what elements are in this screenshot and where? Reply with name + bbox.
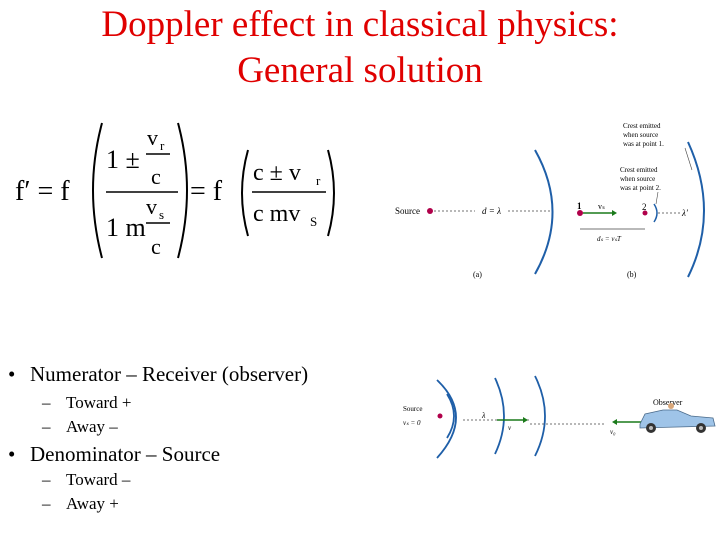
crest1-pointer: [684, 147, 693, 171]
formula-vs: v: [146, 194, 157, 219]
moving-observer-figure: Source vₛ = 0 λ v v₀ Observer: [403, 375, 716, 459]
crest1-line2: when source: [623, 131, 658, 139]
crest2-pointer: [655, 191, 659, 205]
sub-bullet-toward-2: –Toward –: [42, 470, 131, 489]
title-line-1: Doppler effect in classical physics:: [101, 4, 619, 45]
vs-zero-label: vₛ = 0: [403, 419, 421, 427]
source-dot-2: [642, 210, 648, 216]
paren-left-1: [92, 122, 103, 259]
sub-bullet-away-2: –Away +: [42, 494, 119, 513]
vo-label: v₀: [610, 428, 616, 436]
formula-vr-sub: r: [160, 138, 165, 153]
formula-num2: c ± v: [253, 160, 301, 186]
source-dot-1: [577, 210, 583, 216]
source-dot-bottom: [437, 413, 443, 419]
formula-vs-sub: s: [159, 207, 164, 222]
sub-bullet-away: –Away –: [42, 417, 118, 436]
formula-num2-sub: r: [316, 173, 321, 188]
bullet-numerator: •Numerator – Receiver (observer): [8, 362, 309, 386]
crest1-line1: Crest emitted: [623, 122, 661, 130]
wave-3: [494, 377, 505, 455]
paren-left-2: [241, 149, 249, 237]
small-wavefront: [653, 203, 658, 223]
sub-bullet-toward: –Toward +: [42, 393, 132, 412]
paren-right-2: [327, 149, 335, 237]
car-icon: [639, 403, 716, 433]
crest1-line3: was at point 1.: [623, 140, 664, 148]
vs-label: vₛ: [598, 202, 605, 211]
observer-label: Observer: [653, 398, 683, 407]
formula-den2: c mv: [253, 201, 300, 227]
source-label-bottom: Source: [403, 405, 422, 413]
caption-a: (a): [473, 270, 482, 279]
ds-label: dₛ = vₛT: [597, 235, 622, 243]
formula-c1: c: [151, 164, 161, 189]
wave-2: [436, 379, 457, 459]
formula-eq2: = f: [190, 176, 223, 207]
vo-arrowhead: [612, 419, 617, 425]
doppler-formula: f′ = f 1 ± v r c 1 m v s c = f c ± v r c…: [15, 122, 335, 259]
point-1-label: 1: [577, 201, 582, 211]
formula-c2: c: [151, 234, 161, 259]
bullet-denominator: •Denominator – Source: [8, 442, 221, 466]
moving-source-figure: Source d = λ (a) 1 vₛ 2 λ′ dₛ = vₛT Cres…: [395, 122, 705, 279]
v-label: v: [508, 424, 512, 432]
wave-4: [534, 375, 546, 457]
caption-b: (b): [627, 270, 637, 279]
v-arrowhead: [523, 417, 528, 423]
wavefront-b: [687, 141, 705, 278]
crest2-line3: was at point 2.: [620, 184, 661, 192]
paren-right-1: [177, 122, 188, 259]
formula-lhs: f′ = f: [15, 176, 70, 207]
wave-1: [446, 393, 455, 439]
lambda-prime-label: λ′: [681, 208, 689, 218]
slide-title: Doppler effect in classical physics: Gen…: [0, 2, 720, 94]
wavefront-a: [534, 149, 554, 275]
lambda-label: λ: [481, 411, 486, 420]
vs-arrowhead: [612, 210, 617, 216]
formula-den2-sub: S: [310, 214, 317, 229]
d-label: d = λ: [482, 206, 501, 216]
source-label: Source: [395, 206, 420, 216]
crest2-line2: when source: [620, 175, 655, 183]
crest2-line1: Crest emitted: [620, 166, 658, 174]
formula-den1: 1 m: [106, 213, 146, 242]
formula-vr: v: [147, 125, 158, 150]
point-2-label: 2: [642, 202, 647, 212]
title-line-2: General solution: [237, 50, 483, 91]
source-dot: [427, 208, 433, 214]
formula-num1: 1 ±: [106, 145, 140, 174]
